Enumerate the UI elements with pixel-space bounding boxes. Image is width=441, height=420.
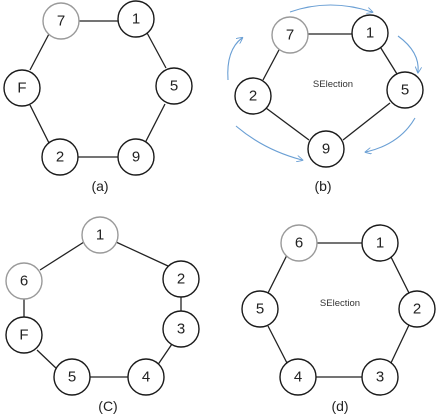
svg-text:7: 7 — [286, 27, 294, 44]
caption-b: (b) — [314, 178, 331, 194]
svg-text:6: 6 — [20, 273, 28, 290]
node-d5: 5 — [241, 290, 279, 328]
svg-text:2: 2 — [413, 301, 421, 318]
edge-b2-b7 — [262, 47, 281, 81]
svg-text:1: 1 — [96, 227, 104, 244]
node-aF: F — [3, 69, 41, 107]
edge-d4-d5 — [267, 325, 289, 366]
node-c3: 3 — [162, 310, 200, 348]
svg-text:3: 3 — [376, 369, 384, 386]
node-cF: F — [5, 316, 43, 354]
node-b1: 1 — [351, 14, 389, 52]
election-arrow-right — [397, 35, 418, 72]
election-arrow-top — [289, 4, 372, 12]
svg-text:5: 5 — [68, 369, 76, 386]
svg-text:5: 5 — [256, 301, 264, 318]
edge-d5-d6 — [267, 254, 288, 294]
node-c4: 4 — [127, 358, 165, 396]
selection-label-b: SElection — [313, 79, 353, 90]
edge-b1-b5 — [378, 44, 398, 75]
svg-text:2: 2 — [249, 88, 257, 105]
svg-text:9: 9 — [132, 149, 140, 166]
edge-b5-b9 — [342, 102, 391, 141]
node-c5: 5 — [53, 358, 91, 396]
node-d3: 3 — [361, 358, 399, 396]
svg-text:1: 1 — [132, 11, 140, 28]
node-d1: 1 — [361, 224, 399, 262]
node-d2: 2 — [398, 290, 436, 328]
node-a5: 5 — [155, 67, 193, 105]
svg-text:4: 4 — [294, 369, 302, 386]
svg-text:F: F — [19, 327, 28, 344]
edge-c3-c4 — [156, 343, 173, 367]
node-a1: 1 — [117, 0, 155, 38]
svg-text:2: 2 — [177, 271, 185, 288]
node-b7: 7 — [271, 16, 309, 54]
node-d6: 6 — [280, 224, 318, 262]
edge-a2-aF — [29, 104, 51, 146]
svg-text:7: 7 — [57, 13, 65, 30]
edge-c6-c1 — [39, 241, 85, 271]
node-b9: 9 — [307, 130, 345, 168]
diagram-a: 7 1 5 9 2 F (a) — [3, 0, 193, 194]
node-b2: 2 — [234, 77, 272, 115]
diagram-b: 7 1 5 9 2 SElection (b) — [227, 4, 424, 194]
caption-d: (d) — [331, 398, 348, 414]
svg-text:9: 9 — [322, 141, 330, 158]
svg-text:5: 5 — [170, 78, 178, 95]
node-c6: 6 — [5, 262, 43, 300]
edge-b9-b2 — [265, 107, 310, 141]
svg-text:1: 1 — [376, 235, 384, 252]
svg-text:1: 1 — [366, 25, 374, 42]
selection-label-d: SElection — [320, 298, 360, 309]
edge-a5-a9 — [143, 103, 166, 146]
node-d4: 4 — [279, 358, 317, 396]
diagram-d: 6 1 2 3 4 5 SElection (d) — [241, 224, 436, 414]
caption-c: (C) — [98, 398, 117, 414]
election-arrow-bottom-left — [235, 125, 302, 160]
edge-c1-c2 — [115, 241, 169, 267]
edge-d1-d2 — [389, 254, 410, 294]
svg-text:5: 5 — [401, 82, 409, 99]
edge-d2-d3 — [389, 324, 410, 366]
edge-a1-a5 — [145, 30, 167, 69]
svg-text:6: 6 — [295, 235, 303, 252]
diagram-c: 1 2 3 4 5 F 6 (C) — [5, 216, 200, 414]
node-a7: 7 — [42, 2, 80, 40]
election-arrow-bottom-right — [366, 117, 416, 152]
node-b5: 5 — [386, 71, 424, 109]
svg-text:F: F — [17, 80, 26, 97]
edge-c5-cF — [36, 349, 59, 371]
svg-text:3: 3 — [177, 321, 185, 338]
election-arrow-left — [227, 38, 242, 81]
node-c2: 2 — [162, 260, 200, 298]
svg-text:4: 4 — [142, 369, 150, 386]
node-a2: 2 — [41, 138, 79, 176]
node-a9: 9 — [117, 138, 155, 176]
edge-aF-a7 — [29, 31, 51, 71]
svg-text:2: 2 — [56, 149, 64, 166]
node-c1: 1 — [81, 216, 119, 254]
caption-a: (a) — [91, 178, 108, 194]
